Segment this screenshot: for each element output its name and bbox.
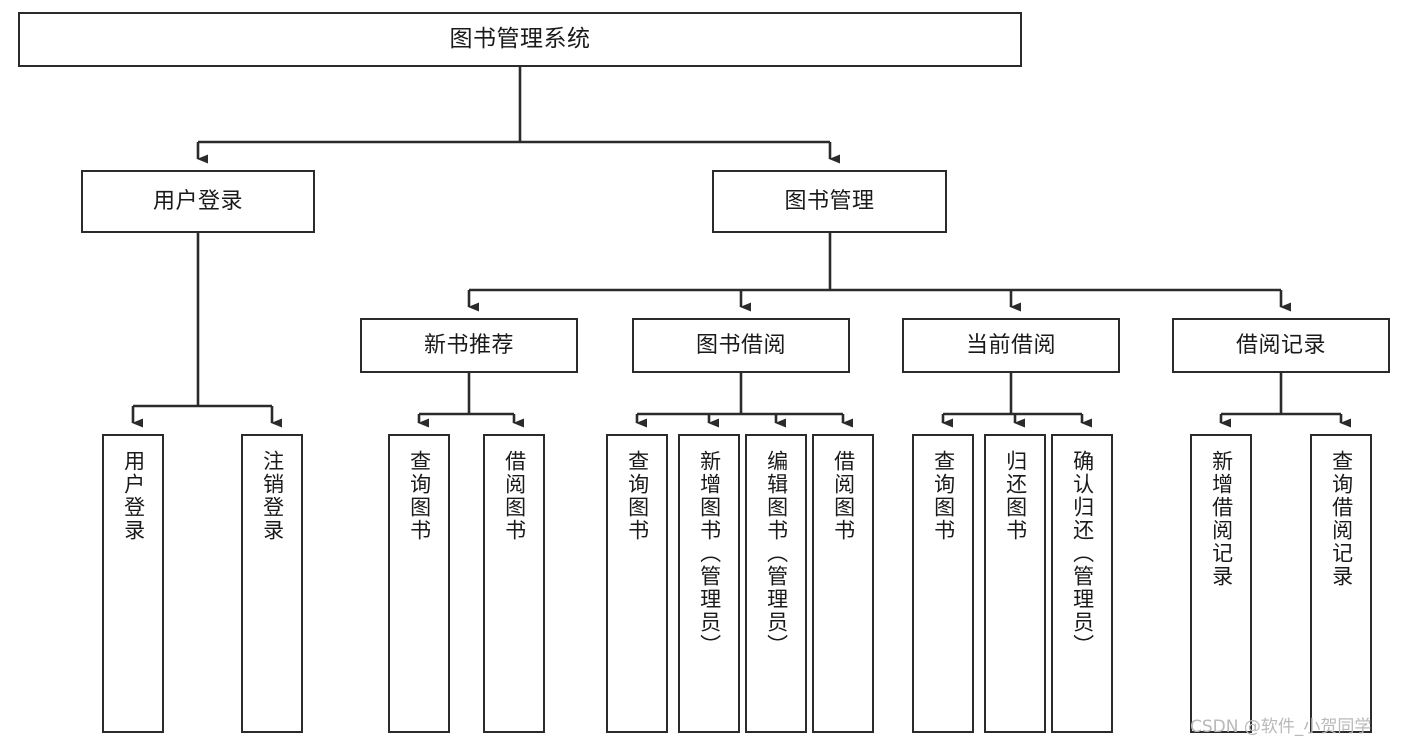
node-label: 图书借阅 — [695, 332, 786, 358]
node-label: 确认归还（管理员） — [1070, 450, 1095, 657]
node-label: 新增借阅记录 — [1209, 450, 1234, 588]
node-label: 查询图书 — [407, 450, 432, 542]
node-leaf-nbr-query[interactable]: 查询图书 — [388, 434, 450, 733]
node-label: 图书管理 — [784, 188, 875, 214]
node-root[interactable]: 图书管理系统 — [18, 12, 1022, 67]
node-leaf-user-logout[interactable]: 注销登录 — [241, 434, 303, 733]
node-label: 查询图书 — [931, 450, 956, 542]
node-leaf-bb-borrow[interactable]: 借阅图书 — [812, 434, 874, 733]
node-label: 新增图书（管理员） — [697, 450, 722, 657]
node-label: 借阅图书 — [502, 450, 527, 542]
node-label: 借阅记录 — [1235, 332, 1326, 358]
node-label: 注销登录 — [260, 450, 285, 542]
node-leaf-bb-add[interactable]: 新增图书（管理员） — [678, 434, 740, 733]
node-leaf-br-query[interactable]: 查询借阅记录 — [1310, 434, 1372, 733]
node-borrow-record[interactable]: 借阅记录 — [1172, 318, 1390, 373]
node-leaf-cb-query[interactable]: 查询图书 — [912, 434, 974, 733]
node-book-borrow[interactable]: 图书借阅 — [632, 318, 850, 373]
node-label: 用户登录 — [152, 188, 243, 214]
node-leaf-bb-edit[interactable]: 编辑图书（管理员） — [745, 434, 807, 733]
node-label: 归还图书 — [1003, 450, 1028, 542]
node-leaf-br-add[interactable]: 新增借阅记录 — [1190, 434, 1252, 733]
node-label: 查询图书 — [625, 450, 650, 542]
node-label: 新书推荐 — [423, 332, 514, 358]
node-label: 编辑图书（管理员） — [764, 450, 789, 657]
node-current-borrow[interactable]: 当前借阅 — [902, 318, 1120, 373]
node-book-manage[interactable]: 图书管理 — [712, 170, 947, 233]
node-leaf-user-login[interactable]: 用户登录 — [102, 434, 164, 733]
node-label: 查询借阅记录 — [1329, 450, 1354, 588]
csdn-watermark: CSDN @软件_小贺同学 — [1190, 717, 1372, 737]
node-leaf-cb-confirm[interactable]: 确认归还（管理员） — [1051, 434, 1113, 733]
node-leaf-cb-return[interactable]: 归还图书 — [984, 434, 1046, 733]
node-label: 当前借阅 — [965, 332, 1056, 358]
node-leaf-bb-query[interactable]: 查询图书 — [606, 434, 668, 733]
node-label: 用户登录 — [121, 450, 146, 542]
node-user-login[interactable]: 用户登录 — [81, 170, 315, 233]
node-label: 借阅图书 — [831, 450, 856, 542]
node-leaf-nbr-borrow[interactable]: 借阅图书 — [483, 434, 545, 733]
node-label: 图书管理系统 — [449, 25, 591, 52]
node-new-book-rec[interactable]: 新书推荐 — [360, 318, 578, 373]
